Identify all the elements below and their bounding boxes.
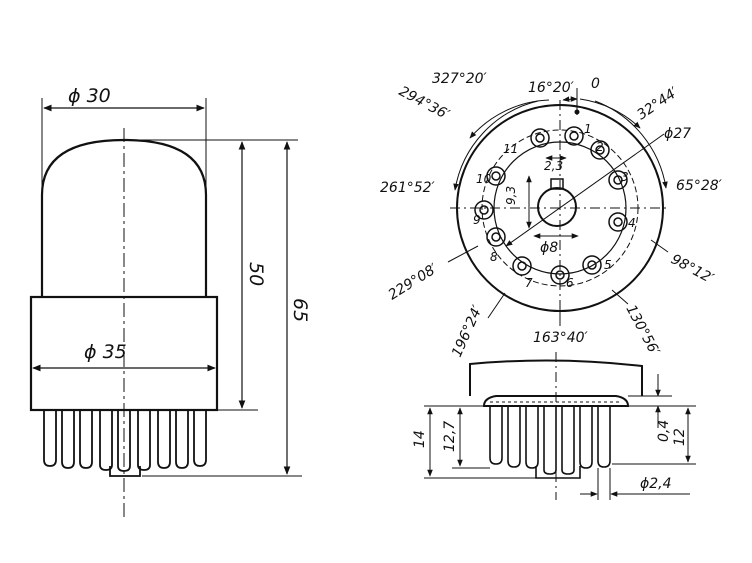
pin-number-9: 9: [473, 213, 481, 227]
pin-number-6: 6: [566, 276, 574, 290]
angle-65-28-label: 65°28′: [676, 178, 723, 194]
pin-number-8: 8: [490, 250, 498, 264]
side-view: ϕ 30 ϕ 35 50 65: [29, 85, 311, 520]
pin-number-10: 10: [476, 172, 492, 186]
zero-mark-label: 0: [591, 76, 600, 92]
dim-0-4-label: 0,4: [656, 420, 672, 442]
pin-number-11: 11: [503, 142, 518, 156]
height-65-label: 65: [289, 298, 311, 322]
pin-number-2: 2: [596, 140, 604, 154]
angle-196-24-label: 196°24′: [449, 302, 486, 359]
dim-9-3-label: 9,3: [504, 186, 518, 205]
dim-12-7-label: 12,7: [442, 421, 458, 452]
angle-294-36-label: 294°36′: [396, 83, 453, 123]
angle-327-20-label: 327°20′: [432, 71, 488, 87]
dim-2-3-label: 2,3: [544, 159, 563, 173]
base-diameter-label: ϕ 35: [84, 341, 127, 363]
pin-number-4: 4: [628, 216, 636, 230]
angle-16-20-label: 16°20′: [528, 80, 575, 96]
key-hole: [537, 187, 577, 227]
pin-number-5: 5: [604, 258, 612, 272]
pin-number-3: 3: [621, 170, 629, 184]
base-view: 1 2 3 4 5 6 7 8 9 10 11 2,3 9,3 ϕ8 ϕ27 0…: [380, 71, 723, 360]
pin-number-7: 7: [525, 276, 533, 290]
height-50-label: 50: [245, 262, 267, 286]
dim-14-label: 14: [412, 430, 428, 448]
dim-12-label: 12: [672, 428, 688, 446]
base-pins: [474, 126, 628, 285]
pin-view-cap: [482, 395, 630, 407]
pin-diameter-label: ϕ2,4: [640, 476, 672, 492]
key-diameter-label: ϕ8: [540, 240, 558, 256]
pin-view: 14 12,7 0,4 12 ϕ2,4: [412, 352, 696, 500]
key-slot: [550, 178, 564, 190]
bulb-diameter-label: ϕ 30: [68, 85, 111, 107]
angle-163-40-label: 163°40′: [533, 330, 589, 346]
angle-229-08-label: 229°08′: [386, 260, 442, 303]
pin-view-pins: [489, 406, 611, 479]
angle-130-56-label: 130°56′: [622, 302, 662, 359]
angle-32-44-label: 32°44′: [634, 84, 682, 123]
pin-circle-diameter-label: ϕ27: [664, 126, 691, 142]
angle-261-52-label: 261°52′: [380, 180, 436, 196]
leader-phi27: [505, 133, 665, 247]
pin-number-1: 1: [584, 122, 592, 136]
side-pins: [43, 410, 207, 477]
angle-98-12-label: 98°12′: [668, 251, 717, 287]
